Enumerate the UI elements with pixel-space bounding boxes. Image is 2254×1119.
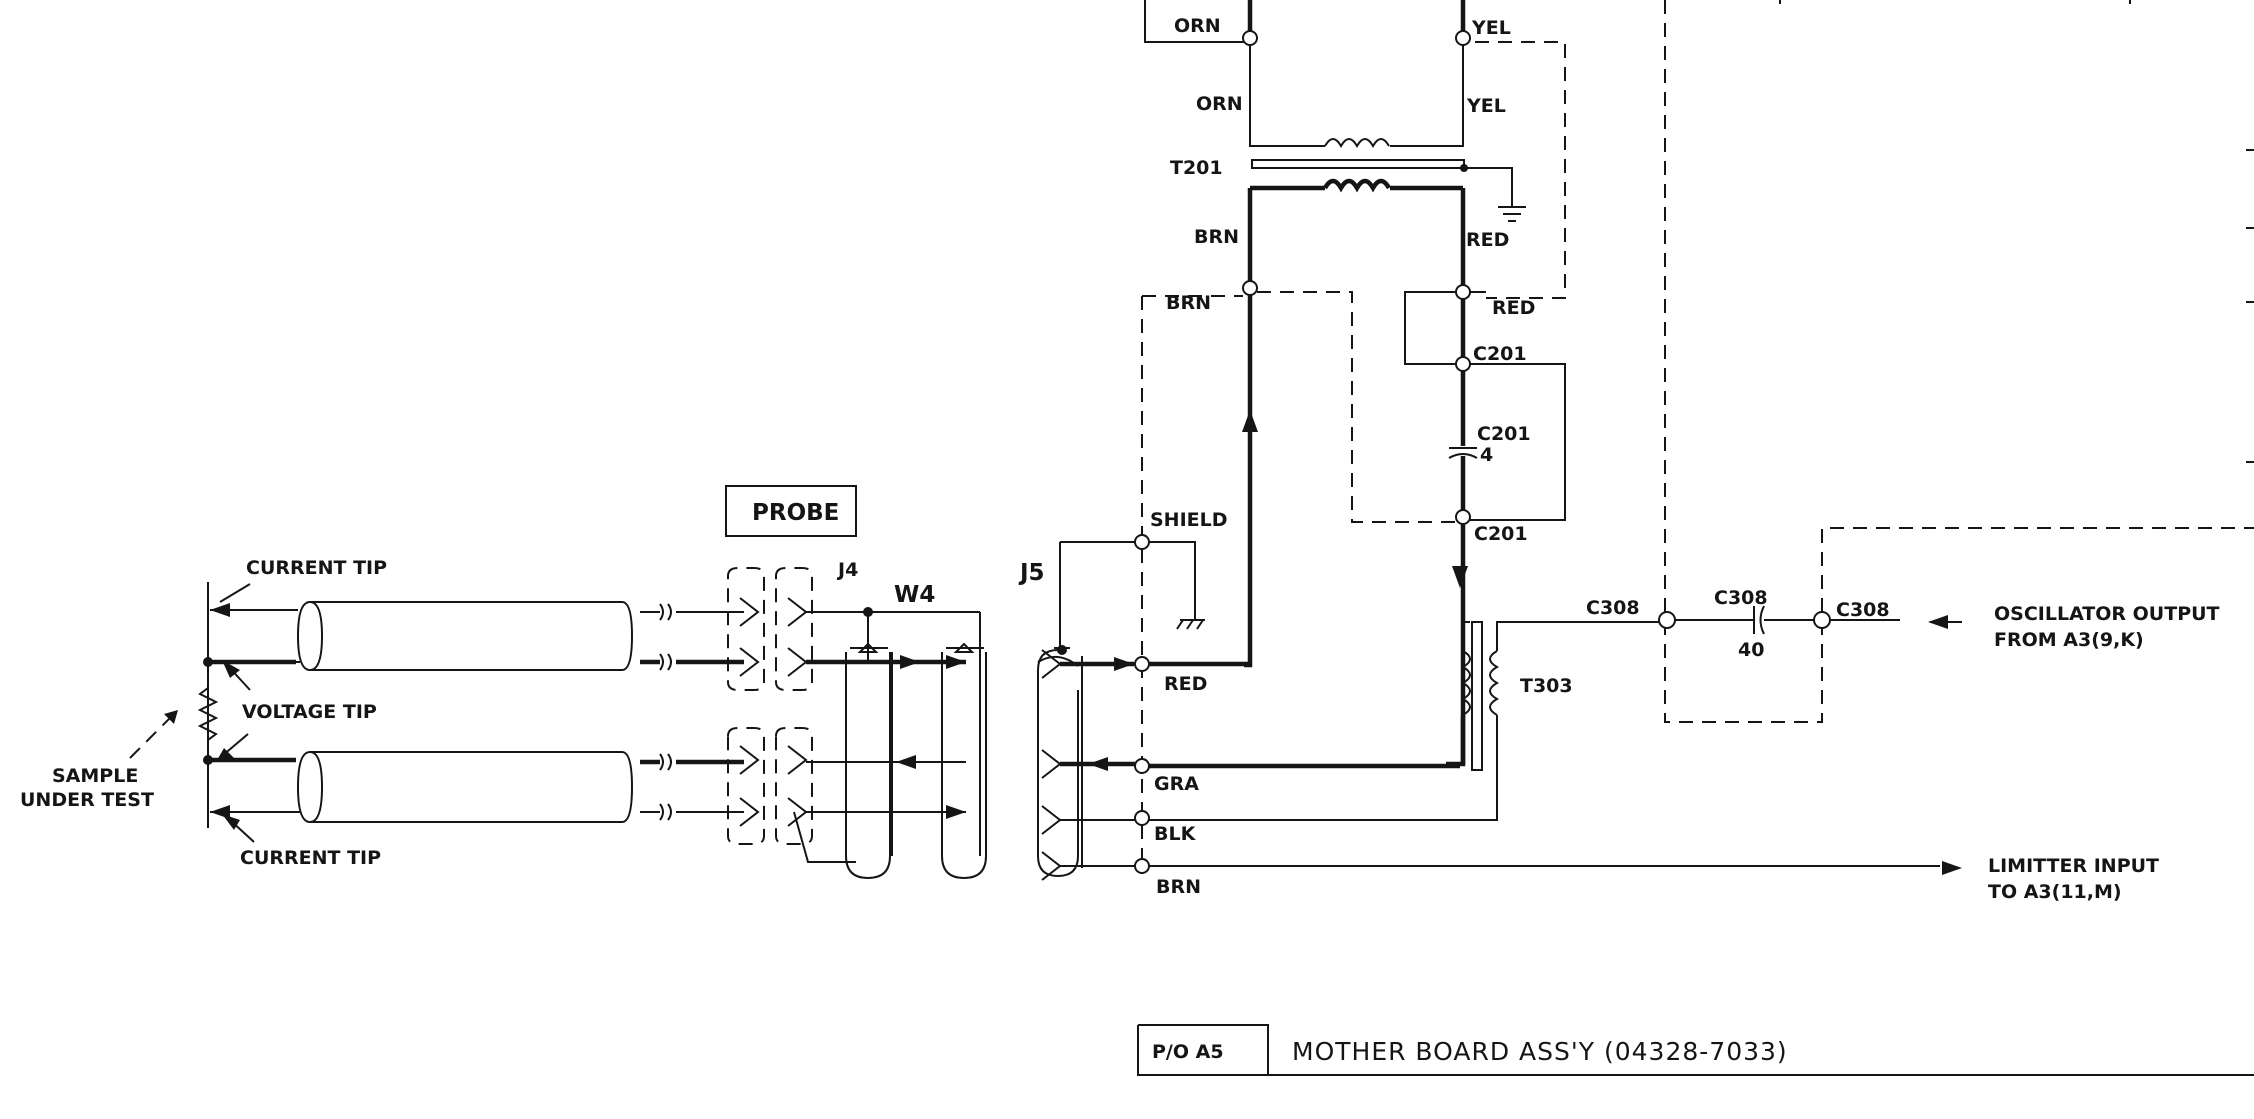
top-dashed-enclosure (1144, 0, 1566, 299)
limitter-input-line2: TO A3(11,M) (1988, 881, 2122, 903)
orn-terminal (1242, 30, 1258, 46)
oscillator-output-line1: OSCILLATOR OUTPUT (1994, 603, 2220, 625)
limitter-input-line1: LIMITTER INPUT (1988, 855, 2159, 877)
red-terminal (1455, 284, 1471, 300)
yel-top-label: YEL (1471, 17, 1511, 39)
red-j5-label: RED (1164, 673, 1207, 695)
j5-connector (1037, 534, 1962, 881)
voltage-tip-label: VOLTAGE TIP (242, 701, 377, 723)
red-j5-terminal (1134, 656, 1150, 672)
shield-label: SHIELD (1150, 509, 1228, 531)
current-tip-top-label: CURRENT TIP (246, 557, 387, 579)
c201-label-b: C201 (1477, 423, 1531, 445)
red-label-1: RED (1466, 229, 1509, 251)
probe-label-box (725, 485, 857, 537)
orn-label: ORN (1196, 93, 1243, 115)
brn-j5-label: BRN (1156, 876, 1201, 898)
j4-label: J4 (836, 559, 858, 581)
c201-label-c: C201 (1474, 523, 1528, 545)
j4-w4-cable (727, 567, 987, 880)
red-dashed-path (1404, 291, 1566, 521)
right-edge-ticks (1779, 0, 2254, 463)
t201-label: T201 (1170, 157, 1223, 179)
c308-mid-label: C308 (1714, 587, 1768, 609)
current-tip-bottom-label: CURRENT TIP (240, 847, 381, 869)
brn-label-2: BRN (1166, 292, 1211, 314)
c308-right-label: C308 (1836, 599, 1890, 621)
sample-label-line1: SAMPLE (52, 765, 138, 787)
c201-terminal-a (1455, 356, 1471, 372)
sample-under-test (129, 582, 255, 843)
yel-terminal (1455, 30, 1471, 46)
shield-terminal (1134, 534, 1150, 550)
blk-terminal (1134, 810, 1150, 826)
board-ref-label: P/O A5 (1152, 1041, 1224, 1063)
c308-left-terminal (1658, 611, 1676, 629)
yel-label: YEL (1466, 95, 1506, 117)
red-label-2: RED (1492, 297, 1535, 319)
c201-label-a: C201 (1473, 343, 1527, 365)
c308-left-label: C308 (1586, 597, 1640, 619)
c201-value: 4 (1480, 444, 1493, 466)
brn-j5-terminal (1134, 858, 1150, 874)
brn-terminal (1242, 280, 1258, 296)
t303-label: T303 (1520, 675, 1573, 697)
c308-block (1505, 0, 2254, 723)
brn-label-1: BRN (1194, 226, 1239, 248)
w4-label: W4 (894, 582, 935, 608)
c201-terminal-c (1455, 509, 1471, 525)
sample-label-line2: UNDER TEST (20, 789, 154, 811)
gra-label: GRA (1154, 773, 1199, 795)
blk-label: BLK (1154, 823, 1197, 845)
gra-terminal (1134, 758, 1150, 774)
t201-transformer (1242, 0, 1526, 222)
c308-value: 40 (1738, 639, 1764, 661)
labels: ORN YEL ORN YEL T201 BRN RED BRN RED C20… (20, 15, 2220, 1066)
probe-cables (210, 601, 744, 824)
main-conductors (1242, 188, 1471, 668)
j5-label: J5 (1018, 560, 1045, 586)
board-title-label: MOTHER BOARD ASS'Y (04328-7033) (1292, 1037, 1788, 1066)
oscillator-output-line2: FROM A3(9,K) (1994, 629, 2144, 651)
probe-label: PROBE (752, 500, 839, 526)
t303-transformer (1144, 621, 1663, 821)
c308-right-terminal (1813, 611, 1831, 629)
orn-top-label: ORN (1174, 15, 1221, 37)
board-frame (1137, 1024, 2254, 1076)
